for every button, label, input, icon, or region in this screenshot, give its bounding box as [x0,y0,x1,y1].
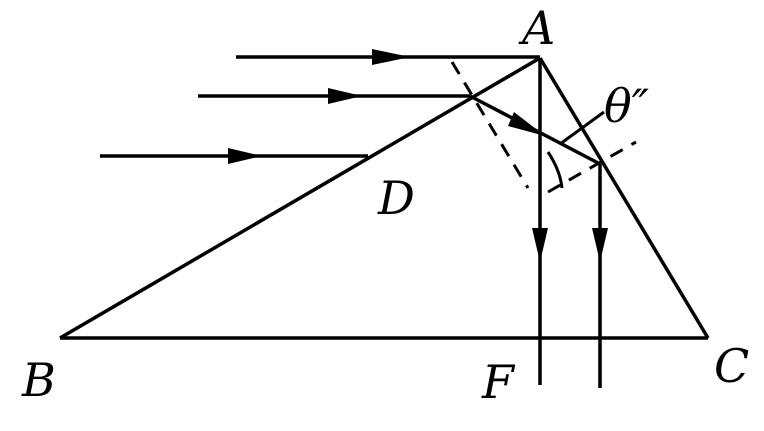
label-C: C [714,339,749,393]
incident-rays [100,55,540,158]
label-B: B [21,353,56,407]
incident-arrowheads [228,49,410,164]
arrow-ray-bottom [228,148,262,164]
arrow-ray-middle [328,88,362,104]
arrow-vertical-A [532,228,548,262]
angle-arc [546,151,564,189]
angle-marker [546,110,605,189]
label-D: D [377,171,415,225]
label-F: F [481,355,516,409]
label-theta: θ″ [604,79,649,133]
normal-AC [547,140,637,194]
exit-rays [538,58,602,388]
arrow-vertical-exit [592,228,608,262]
label-A: A [518,1,555,55]
normal-AB [450,61,530,189]
edge-AC [538,57,710,339]
exit-arrowheads [532,228,608,262]
edge-AB [59,56,541,340]
normals [450,61,637,194]
arrow-ray-inside [508,112,545,136]
arrow-ray-top [372,49,410,65]
theta-leader [559,110,605,146]
